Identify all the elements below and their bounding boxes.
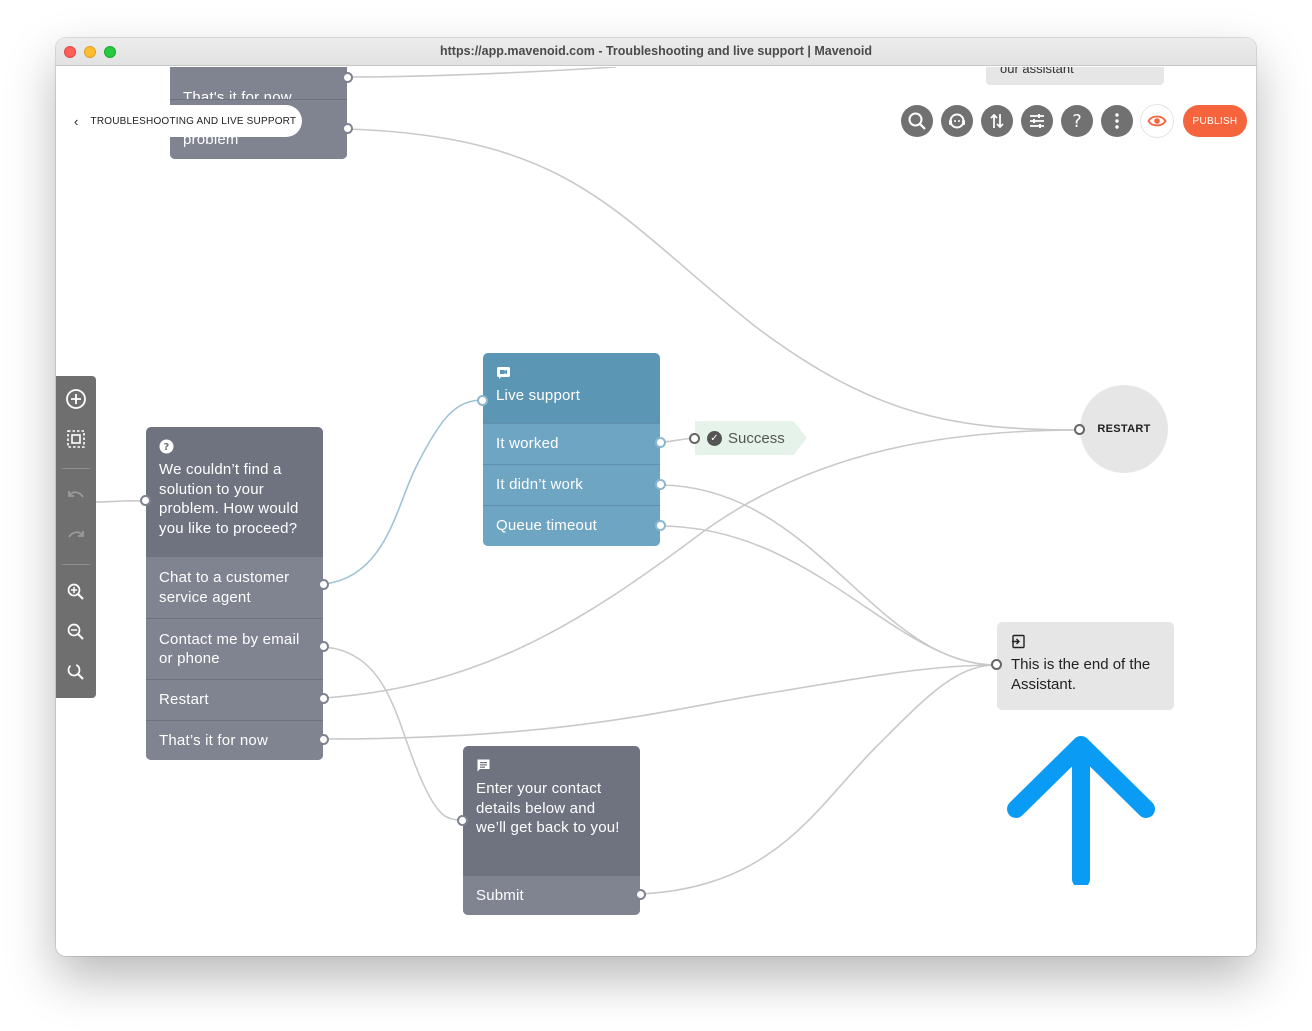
option-cut[interactable]: That's it for now [170, 67, 347, 99]
settings-sliders-icon[interactable] [1021, 105, 1053, 137]
contact-text: Enter your contact details below and we’… [476, 780, 620, 836]
undo-icon[interactable] [64, 484, 88, 508]
left-tool-panel [56, 376, 96, 698]
agent-icon[interactable] [941, 105, 973, 137]
connection-lines [95, 67, 1081, 895]
end-text: This is the end of the Assistant. [1011, 656, 1151, 693]
port-success-in[interactable] [689, 433, 700, 444]
question-text: We couldn’t find a solution to your prob… [159, 461, 299, 537]
more-icon[interactable] [1101, 105, 1133, 137]
video-chat-icon [496, 365, 511, 380]
port-another-problem[interactable] [342, 123, 353, 134]
help-icon[interactable]: ? [1061, 105, 1093, 137]
edge-contact-to-form [323, 646, 463, 821]
redo-icon[interactable] [64, 524, 88, 548]
svg-text:?: ? [163, 442, 169, 453]
option-queue-timeout[interactable]: Queue timeout [483, 505, 660, 546]
node-restart[interactable]: RESTART [1080, 385, 1168, 473]
edge-timeout-to-end [660, 525, 997, 666]
port-submit[interactable] [635, 889, 646, 900]
maximize-window-button[interactable] [104, 46, 116, 58]
edge-another-problem-to-restart [347, 128, 1081, 431]
message-icon [476, 758, 491, 773]
add-node-icon[interactable] [64, 387, 88, 411]
publish-button[interactable]: PUBLISH [1183, 105, 1247, 137]
port-it-worked[interactable] [655, 437, 666, 448]
preview-eye-icon[interactable] [1141, 105, 1173, 137]
zoom-reset-icon[interactable] [64, 660, 88, 684]
question-header: ? We couldn’t find a solution to your pr… [146, 427, 323, 556]
edge-thats-it-to-end [323, 664, 997, 740]
port-queue-timeout[interactable] [655, 520, 666, 531]
option-restart[interactable]: Restart [146, 679, 323, 720]
zoom-out-icon[interactable] [64, 620, 88, 644]
edge-chat-to-live-support [323, 399, 484, 585]
port-contact[interactable] [318, 641, 329, 652]
port-it-didnt-work[interactable] [655, 479, 666, 490]
port-restart[interactable] [318, 693, 329, 704]
port-end-in[interactable] [991, 659, 1002, 670]
port-live-support-in[interactable] [477, 395, 488, 406]
edge-restart-to-restart [323, 429, 1081, 699]
option-it-worked[interactable]: It worked [483, 423, 660, 464]
annotation-arrow-up-icon [1007, 736, 1155, 885]
port-question-in[interactable] [140, 495, 151, 506]
live-support-title: Live support [496, 387, 581, 404]
success-tag[interactable]: ✓ Success [695, 421, 807, 455]
search-icon[interactable] [901, 105, 933, 137]
node-question[interactable]: ? We couldn’t find a solution to your pr… [146, 427, 323, 760]
exit-icon [1011, 634, 1026, 649]
browser-window: https://app.mavenoid.com - Troubleshooti… [56, 38, 1256, 956]
select-area-icon[interactable] [64, 427, 88, 451]
tool-divider [62, 468, 90, 469]
title-bar: https://app.mavenoid.com - Troubleshooti… [56, 38, 1256, 66]
option-chat-agent[interactable]: Chat to a customer service agent [146, 556, 323, 618]
node-live-support[interactable]: Live support It worked It didn’t work Qu… [483, 353, 660, 546]
option-thats-it[interactable]: That’s it for now [146, 720, 323, 760]
flow-canvas[interactable]: our assistant That's it for now I have a… [56, 67, 1256, 956]
close-window-button[interactable] [64, 46, 76, 58]
check-icon: ✓ [707, 430, 722, 446]
question-icon: ? [159, 439, 174, 454]
port-thats-it[interactable] [318, 734, 329, 745]
ghost-node-top-right: our assistant [986, 67, 1164, 85]
node-end[interactable]: This is the end of the Assistant. [997, 622, 1174, 710]
minimize-window-button[interactable] [84, 46, 96, 58]
option-it-didnt-work[interactable]: It didn’t work [483, 464, 660, 505]
port-top-cut[interactable] [342, 72, 353, 83]
edge-submit-to-end [640, 664, 997, 895]
node-contact[interactable]: Enter your contact details below and we’… [463, 746, 640, 915]
edge-entry-to-question [95, 499, 147, 503]
live-support-header: Live support [483, 353, 660, 423]
top-toolbar: ? PUBLISH [56, 105, 1256, 137]
breadcrumb[interactable]: ‹ TROUBLESHOOTING AND LIVE SUPPORT [56, 105, 302, 137]
option-submit[interactable]: Submit [463, 875, 640, 915]
port-contact-in[interactable] [457, 815, 468, 826]
chevron-left-icon[interactable]: ‹ [74, 113, 79, 129]
contact-header: Enter your contact details below and we’… [463, 746, 640, 875]
port-restart-in[interactable] [1074, 424, 1085, 435]
edge-didnt-work-to-end [660, 484, 997, 666]
window-url: https://app.mavenoid.com - Troubleshooti… [440, 44, 872, 58]
option-contact-email-phone[interactable]: Contact me by email or phone [146, 618, 323, 679]
zoom-in-icon[interactable] [64, 580, 88, 604]
edge-top-cut [347, 67, 617, 78]
sort-icon[interactable] [981, 105, 1013, 137]
port-chat-agent[interactable] [318, 579, 329, 590]
svg-text:?: ? [1072, 111, 1082, 131]
tool-divider [62, 564, 90, 565]
